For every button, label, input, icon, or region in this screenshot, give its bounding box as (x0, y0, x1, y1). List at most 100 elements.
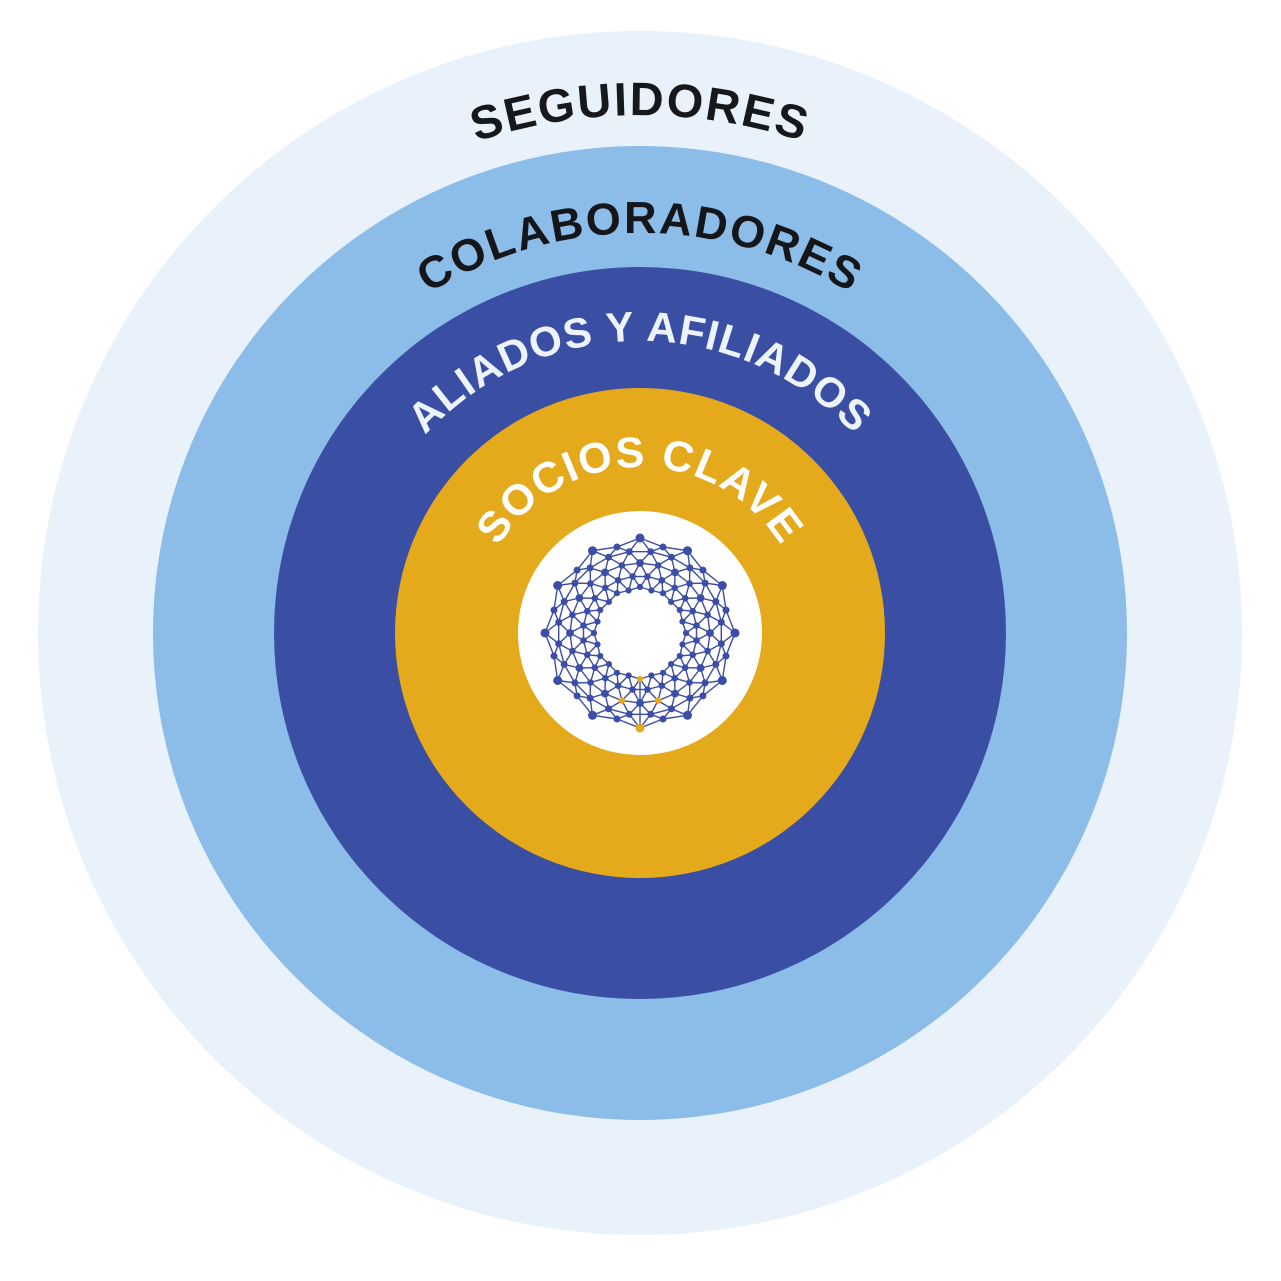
logo-node (647, 710, 655, 718)
logo-node (658, 682, 666, 689)
logo-node (659, 543, 667, 551)
logo-node (636, 699, 644, 707)
logo-node (573, 566, 581, 574)
logo-node (613, 590, 621, 597)
logo-node-accent (618, 697, 626, 704)
logo-node (584, 607, 591, 615)
logo-node (681, 664, 689, 671)
logo-node (602, 674, 609, 682)
logo-node (667, 705, 675, 713)
logo-link (558, 601, 565, 623)
logo-node (575, 664, 584, 672)
logo-nodes (540, 533, 740, 733)
logo-node (540, 628, 550, 638)
logo-node (671, 689, 679, 698)
logo-node (699, 566, 707, 574)
logo-node-accent (635, 723, 645, 733)
logo-node-accent (654, 697, 662, 704)
logo-node (560, 598, 568, 606)
logo-node (594, 641, 601, 648)
logo-node (647, 548, 655, 556)
logo-node (588, 710, 597, 720)
logo-node (717, 581, 727, 590)
logo-node (644, 686, 651, 693)
logo-node (648, 587, 655, 594)
logo-node (550, 606, 558, 614)
logo-node (704, 611, 711, 619)
logo-node (575, 594, 584, 602)
logo-node (689, 607, 696, 615)
logo-node (587, 679, 594, 686)
logo-link (689, 567, 706, 584)
logo-node (717, 676, 727, 685)
logo-node (571, 679, 579, 687)
logo-node (569, 611, 576, 619)
logo-link (608, 551, 630, 558)
logo-node (584, 651, 591, 659)
logo-node (689, 651, 696, 659)
logo-node (591, 664, 599, 671)
logo-node (571, 579, 579, 587)
logo-node (555, 618, 563, 626)
logo-node (591, 595, 599, 602)
logo-node (654, 562, 662, 569)
logo-node (625, 587, 632, 594)
logo-node (696, 594, 705, 602)
logo-node (614, 577, 622, 584)
logo-node (569, 647, 576, 655)
logo-node (586, 564, 594, 572)
logo-node (553, 676, 563, 685)
logo-node (699, 692, 707, 700)
logo-node (629, 573, 636, 580)
logo-node (704, 647, 711, 655)
logo-node (613, 543, 621, 551)
logo-link (608, 708, 630, 715)
logo-node (696, 664, 705, 672)
logo-node (693, 622, 700, 629)
network-ring-logo (540, 533, 740, 733)
logo-node (644, 573, 651, 580)
logo-node (597, 652, 604, 660)
logo-node (629, 686, 636, 693)
logo-link (715, 601, 722, 623)
logo-node (676, 606, 683, 614)
logo-node (683, 710, 692, 720)
logo-node (717, 618, 725, 626)
logo-node (605, 705, 613, 713)
logo-node (550, 652, 558, 660)
logo-node (605, 661, 613, 668)
logo-node (601, 568, 609, 577)
logo-link (563, 582, 576, 602)
logo-link (650, 551, 672, 558)
logo-node (613, 715, 621, 723)
logo-node (706, 629, 714, 637)
logo-node (597, 606, 604, 614)
logo-node (625, 672, 632, 679)
logo-node (605, 553, 613, 561)
logo-node (730, 628, 740, 638)
logo-link (671, 556, 691, 569)
logo-node (566, 629, 574, 637)
logo-node (553, 581, 563, 590)
logo-node (681, 595, 689, 602)
logo-node (668, 661, 675, 668)
logo-node (679, 618, 686, 625)
logo-node (693, 637, 700, 644)
logo-node (588, 546, 597, 556)
logo-node (701, 679, 709, 687)
logo-node (686, 679, 693, 686)
logo-node (555, 640, 563, 648)
logo-node (712, 660, 720, 668)
logo-node (671, 674, 678, 682)
logo-node (682, 629, 690, 637)
logo-node (659, 715, 667, 723)
logo-node (590, 629, 598, 637)
logo-node (580, 637, 587, 644)
logo-node (605, 598, 613, 606)
logo-node (594, 618, 601, 625)
logo-node (586, 694, 594, 702)
logo-node (667, 553, 675, 561)
logo-node (573, 692, 581, 700)
logo-node (614, 682, 622, 689)
logo-node (618, 562, 626, 569)
